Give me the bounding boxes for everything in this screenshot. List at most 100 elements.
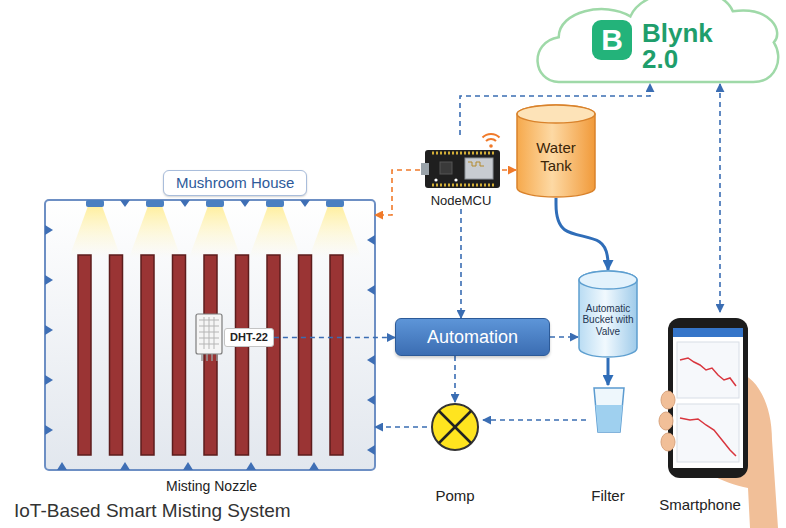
node-label: B <box>592 20 632 60</box>
smartphone-in-hand <box>661 433 675 451</box>
mushroom-logs <box>204 255 217 455</box>
wifi-symbol <box>486 139 496 141</box>
house-panel <box>45 200 375 470</box>
misting-nozzles <box>367 445 375 455</box>
filter-glass <box>596 405 623 432</box>
misting-nozzles <box>246 462 256 470</box>
ceiling-lamps <box>206 200 224 207</box>
node-label: Automatic Bucket with Valve <box>582 303 634 338</box>
ceiling-lamps <box>69 200 361 258</box>
node-label: Automation <box>427 327 518 348</box>
dht22-sensor <box>202 354 217 361</box>
node-label: DHT-22 <box>230 331 268 344</box>
pump-symbol <box>432 404 478 450</box>
dht22-sensor <box>214 317 215 349</box>
misting-nozzles <box>367 285 375 295</box>
mushroom-logs <box>78 255 343 455</box>
cylinder-body <box>517 105 595 197</box>
nodemcu-board <box>432 184 496 187</box>
cloud-service: BBlynk 2.0 <box>528 0 784 84</box>
smartphone-in-hand <box>668 318 748 478</box>
node-label: Water Tank <box>522 139 590 175</box>
dht22-sensor <box>204 317 205 349</box>
part-label: Misting Nozzle <box>166 478 257 494</box>
smartphone-in-hand <box>677 342 739 398</box>
connector <box>454 356 456 402</box>
smartphone-in-hand <box>661 391 675 409</box>
dht22-sensor <box>211 354 213 361</box>
smartphone-in-hand <box>673 328 743 468</box>
nodemcu-board <box>434 178 437 181</box>
bucket-valve: Automatic Bucket with Valve <box>578 270 638 358</box>
connector <box>483 419 586 421</box>
connector <box>375 426 427 428</box>
pump-symbol <box>439 411 471 443</box>
misting-nozzles <box>45 375 53 385</box>
smartphone-in-hand <box>659 412 673 430</box>
dht22-sensor <box>201 354 203 361</box>
dht22-sensor <box>209 317 210 349</box>
mushroom-logs <box>78 255 91 455</box>
node-label: NodeMCU <box>431 193 492 209</box>
cylinder-body <box>579 271 637 357</box>
cylinder-top <box>517 105 595 123</box>
misting-nozzles <box>45 225 53 235</box>
nodemcu-board <box>421 150 500 188</box>
misting-nozzles <box>367 235 375 245</box>
ceiling-lamps <box>69 206 121 258</box>
smartphone-in-hand <box>677 404 739 462</box>
node-sublabel: Blynk 2.0 <box>642 20 726 72</box>
connector <box>460 209 462 318</box>
connector <box>502 169 516 171</box>
pump-symbol <box>432 404 478 450</box>
misting-nozzles <box>240 200 250 207</box>
node-label: Filter <box>591 487 624 505</box>
misting-nozzles <box>120 200 130 207</box>
mushroom-logs <box>173 255 186 455</box>
mushroom-logs <box>141 255 154 455</box>
smartphone-in-hand <box>680 358 736 386</box>
misting-nozzles <box>300 200 310 207</box>
wifi-symbol <box>489 144 493 148</box>
nodemcu-board <box>440 162 452 174</box>
misting-nozzles <box>183 462 193 470</box>
ceiling-lamps <box>309 206 361 258</box>
connector <box>607 358 610 385</box>
misting-nozzles <box>367 395 375 405</box>
dht22-sensor <box>216 354 218 361</box>
cylinder-outline <box>578 270 638 358</box>
ceiling-lamps <box>86 200 104 207</box>
sensor-label: DHT-22 <box>224 328 274 347</box>
filter: Filter <box>586 385 630 505</box>
dht22-sensor <box>206 354 208 361</box>
mushroom-logs <box>267 255 280 455</box>
misting-nozzles <box>45 325 53 335</box>
connector <box>274 337 395 339</box>
nodemcu-board <box>454 178 457 181</box>
misting-nozzles <box>45 425 53 435</box>
connector <box>550 336 578 338</box>
ceiling-lamps <box>326 200 344 207</box>
ceiling-lamps <box>266 200 284 207</box>
misting-nozzles <box>57 462 67 470</box>
ceiling-lamps <box>146 200 164 207</box>
cloud-shape <box>538 0 779 82</box>
controller-board: NodeMCU <box>420 135 502 209</box>
water-tank: Water Tank <box>516 104 596 198</box>
dht22-sensor <box>199 317 219 349</box>
misting-nozzles <box>309 462 319 470</box>
smartphone-in-hand <box>673 328 743 337</box>
misting-nozzles <box>180 200 190 207</box>
diagram-title: IoT-Based Smart Misting System <box>14 500 291 522</box>
misting-nozzles <box>120 462 130 470</box>
cylinder-top <box>579 271 637 289</box>
nodemcu-board <box>468 162 484 166</box>
connector <box>719 84 721 312</box>
house-panel <box>45 200 375 470</box>
ceiling-lamps <box>189 206 241 258</box>
misting-nozzles <box>367 355 375 365</box>
smartphone-in-hand <box>680 418 736 456</box>
misting-nozzles <box>45 200 375 470</box>
smartphone-in-hand <box>659 318 778 528</box>
mushroom-house: Mushroom HouseDHT-22 <box>45 168 375 470</box>
